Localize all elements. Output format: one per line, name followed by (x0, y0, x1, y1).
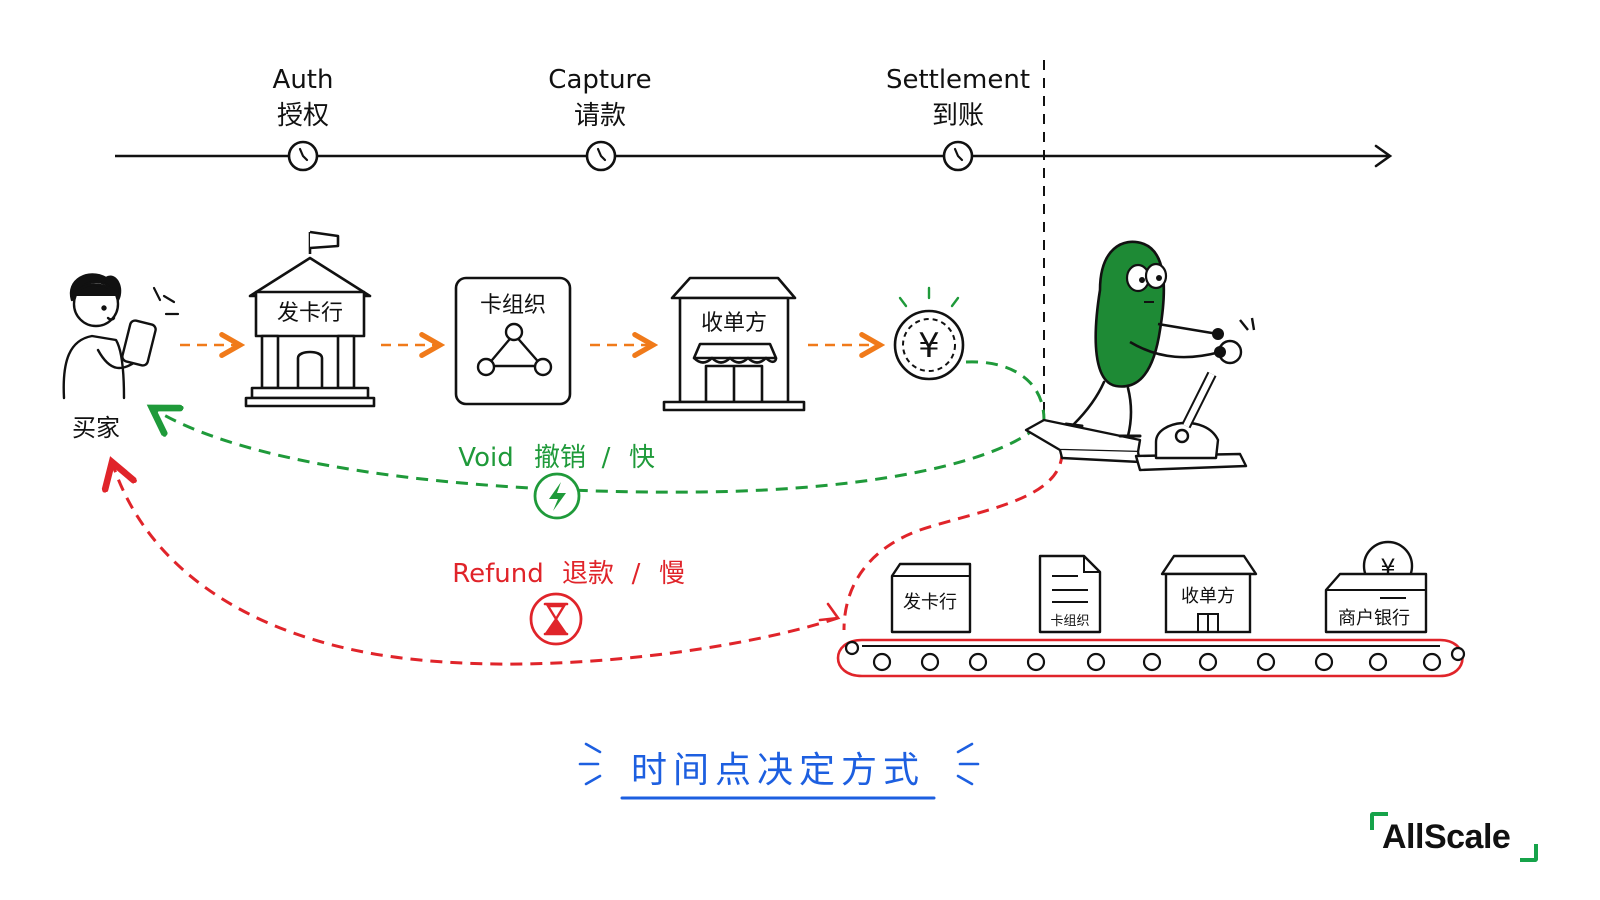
refund-curve-down (842, 451, 1064, 631)
caption-emphasis-right (956, 742, 980, 786)
milestone-auth: Auth 授权 (273, 65, 334, 172)
conveyor-item-network-label: 卡组织 (1050, 614, 1089, 629)
conveyor-belt: 发卡行 卡组织 收单方 ¥ 商户银行 (836, 540, 1466, 678)
bank-building-icon (244, 230, 376, 408)
buyer-figure: 买家 (62, 273, 180, 442)
refund-label-en: Refund (452, 559, 544, 589)
buyer-label: 买家 (72, 414, 120, 442)
clock-icon (287, 140, 319, 172)
void-label-speed: 快 (629, 443, 655, 473)
refund-label-zh: 退款 (562, 559, 614, 589)
void-label: Void 撤销 / 快 (458, 443, 655, 473)
void-path: Void 撤销 / 快 (152, 360, 1046, 520)
issuer-bank: 发卡行 (244, 230, 376, 408)
milestone-capture-zh: 请款 (574, 101, 626, 131)
milestone-capture: Capture 请款 (548, 65, 652, 172)
caption-emphasis-left (578, 742, 602, 786)
switch-operator (1024, 240, 1256, 472)
refund-path: Refund 退款 / 慢 (112, 451, 1064, 666)
network-label: 卡组织 (480, 293, 546, 318)
milestone-settlement-en: Settlement (886, 65, 1030, 95)
card-network: 卡组织 (454, 276, 572, 406)
issuer-label: 发卡行 (277, 301, 343, 326)
logo-corner-top-left (1370, 812, 1388, 830)
acquirer: 收单方 (662, 276, 806, 412)
timeline: Auth 授权 Capture 请款 Settlement 到账 (115, 60, 1393, 430)
void-label-zh: 撤销 (534, 443, 586, 473)
money-coin: ¥ (893, 286, 965, 381)
person-icon (62, 273, 140, 400)
refund-entry-arrowhead (818, 602, 841, 622)
network-graph-icon (476, 322, 553, 377)
refund-label: Refund 退款 / 慢 (452, 559, 685, 589)
clock-icon (585, 140, 617, 172)
conveyor-item-issuer-label: 发卡行 (903, 592, 957, 613)
lightning-icon (533, 472, 581, 520)
track-switch-icon (1024, 317, 1256, 472)
hourglass-icon (529, 592, 583, 646)
coin-sparkle (898, 286, 960, 308)
conveyor-item-network: 卡组织 (1038, 554, 1102, 634)
refund-label-speed: 慢 (659, 559, 685, 589)
milestone-auth-en: Auth (273, 65, 334, 95)
clock-icon (942, 140, 974, 172)
brand-logo: AllScale (1366, 810, 1546, 866)
conveyor-item-acquirer: 收单方 (1160, 554, 1258, 634)
refund-label-sep: / (632, 559, 641, 589)
caption-text: 时间点决定方式 (631, 750, 925, 791)
conveyor-item-merchant-bank: ¥ 商户银行 (1324, 540, 1428, 634)
milestone-settlement-zh: 到账 (932, 101, 984, 131)
acquirer-label: 收单方 (701, 311, 767, 336)
milestone-auth-zh: 授权 (277, 101, 329, 131)
green-character (1064, 240, 1226, 438)
conveyor-rollers (844, 640, 1466, 672)
logo-corner-bottom-right (1520, 844, 1538, 862)
refund-curve-back (112, 462, 839, 666)
phone-icon (121, 319, 157, 367)
caption: 时间点决定方式 (578, 742, 980, 800)
void-label-en: Void (458, 443, 513, 473)
conveyor-item-issuer: 发卡行 (890, 562, 972, 634)
money-symbol: ¥ (918, 326, 940, 366)
milestone-settlement: Settlement 到账 (886, 65, 1030, 172)
shop-icon (662, 276, 806, 412)
milestone-capture-en: Capture (548, 65, 651, 95)
phone-buzz-lines (152, 286, 180, 316)
void-label-sep: / (602, 443, 611, 473)
conveyor-item-acquirer-label: 收单方 (1181, 586, 1235, 607)
brand-name: AllScale (1382, 818, 1511, 856)
void-curve (152, 360, 1046, 494)
conveyor-item-merchant-bank-label: 商户银行 (1338, 608, 1410, 629)
timeline-arrowhead (1374, 144, 1393, 168)
